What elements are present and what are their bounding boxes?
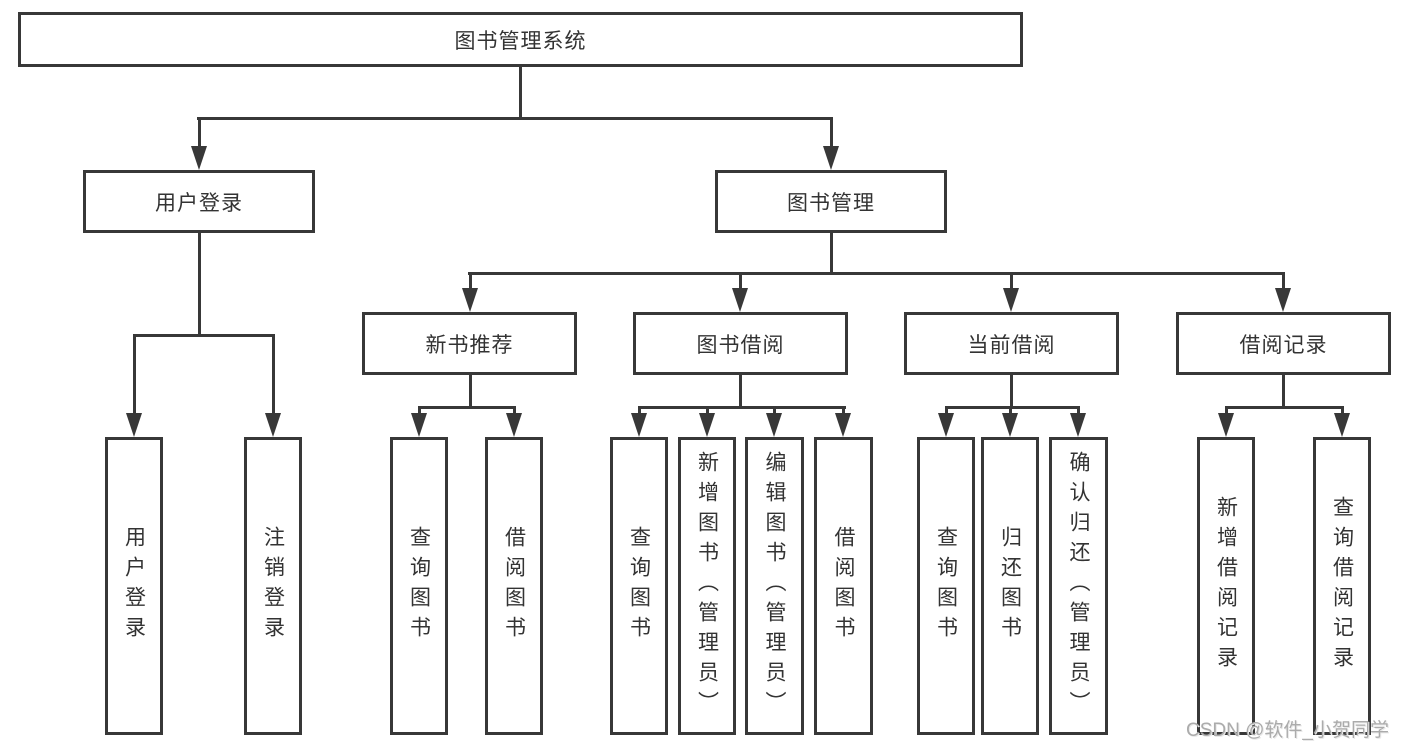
leaf-label: 借阅图书 [832, 526, 855, 646]
node-user-login: 用户登录 [83, 170, 315, 233]
leaf-add-borrow-record: 新增借阅记录 [1197, 437, 1255, 735]
connector-line [637, 406, 641, 417]
leaf-label: 编辑图书（管理员） [763, 451, 786, 721]
arrowhead-down-icon [732, 288, 748, 312]
node-label: 借阅记录 [1239, 333, 1328, 357]
connector-line [132, 334, 136, 417]
connector-line [468, 272, 1285, 275]
leaf-query-books-borrow: 查询图书 [610, 437, 668, 735]
node-label: 图书管理 [787, 191, 875, 215]
leaf-label: 新增图书（管理员） [695, 451, 719, 721]
node-borrow-records: 借阅记录 [1176, 312, 1391, 375]
leaf-label: 确认归还（管理员） [1067, 451, 1090, 721]
arrowhead-down-icon [1003, 288, 1019, 312]
connector-line [1282, 375, 1285, 409]
arrowhead-down-icon [1070, 413, 1086, 437]
leaf-borrow-books-recommend: 借阅图书 [485, 437, 543, 735]
connector-line [132, 334, 275, 337]
connector-line [773, 406, 776, 417]
connector-line [944, 406, 948, 417]
leaf-logout: 注销登录 [244, 437, 302, 735]
leaf-label: 查询图书 [934, 526, 958, 646]
connector-line [739, 272, 742, 292]
connector-line [1224, 406, 1228, 417]
arrowhead-down-icon [699, 413, 715, 437]
node-book-manage: 图书管理 [715, 170, 947, 233]
leaf-label: 查询图书 [627, 526, 651, 646]
arrowhead-down-icon [191, 146, 207, 170]
arrowhead-down-icon [506, 413, 522, 437]
arrowhead-down-icon [835, 413, 851, 437]
leaf-label: 查询图书 [407, 526, 431, 646]
leaf-label: 注销登录 [261, 526, 285, 646]
arrowhead-down-icon [823, 146, 839, 170]
connector-line [944, 406, 1080, 409]
csdn-watermark: CSDN @软件_小贺同学 [1186, 720, 1389, 741]
connector-line [1008, 406, 1012, 417]
node-label: 用户登录 [155, 191, 243, 215]
connector-line [468, 375, 472, 409]
leaf-edit-books-admin: 编辑图书（管理员） [745, 437, 804, 735]
connector-line [197, 117, 201, 149]
arrowhead-down-icon [1275, 288, 1291, 312]
connector-line [1010, 375, 1013, 409]
arrowhead-down-icon [1218, 413, 1234, 437]
node-book-borrow: 图书借阅 [633, 312, 848, 375]
leaf-label: 借阅图书 [502, 526, 526, 646]
connector-line [197, 117, 833, 120]
connector-line [519, 67, 522, 119]
connector-line [1010, 272, 1013, 292]
node-label: 新书推荐 [425, 333, 514, 357]
leaf-label: 查询借阅记录 [1330, 496, 1354, 676]
connector-line [417, 406, 516, 409]
leaf-query-books-current: 查询图书 [917, 437, 975, 735]
connector-line [829, 117, 833, 149]
connector-line [1077, 406, 1080, 417]
leaf-label: 用户登录 [122, 526, 146, 646]
arrowhead-down-icon [265, 413, 281, 437]
node-label: 图书借阅 [696, 333, 785, 357]
connector-line [1224, 406, 1344, 409]
connector-line [512, 406, 516, 417]
arrowhead-down-icon [1002, 413, 1018, 437]
node-current-borrow: 当前借阅 [904, 312, 1119, 375]
leaf-borrow-books: 借阅图书 [814, 437, 873, 735]
arrowhead-down-icon [766, 413, 782, 437]
arrowhead-down-icon [462, 288, 478, 312]
connector-line [271, 334, 275, 417]
node-system-root: 图书管理系统 [18, 12, 1023, 67]
node-label: 图书管理系统 [454, 29, 587, 53]
arrowhead-down-icon [938, 413, 954, 437]
connector-line [1282, 272, 1285, 292]
connector-line [842, 406, 845, 417]
leaf-return-books: 归还图书 [981, 437, 1039, 735]
leaf-confirm-return-admin: 确认归还（管理员） [1049, 437, 1108, 735]
leaf-query-books-recommend: 查询图书 [390, 437, 448, 735]
arrowhead-down-icon [631, 413, 647, 437]
connector-line [1340, 406, 1344, 417]
leaf-label: 新增借阅记录 [1214, 496, 1238, 676]
leaf-query-borrow-record: 查询借阅记录 [1313, 437, 1371, 735]
leaf-add-books-admin: 新增图书（管理员） [678, 437, 736, 735]
connector-line [468, 272, 472, 292]
arrowhead-down-icon [411, 413, 427, 437]
connector-line [197, 233, 201, 337]
connector-line [829, 233, 833, 275]
node-new-book-recommend: 新书推荐 [362, 312, 577, 375]
connector-line [417, 406, 421, 417]
node-label: 当前借阅 [967, 333, 1056, 357]
leaf-label: 归还图书 [998, 526, 1022, 646]
arrowhead-down-icon [126, 413, 142, 437]
connector-line [738, 375, 742, 409]
leaf-user-login: 用户登录 [105, 437, 163, 735]
arrowhead-down-icon [1334, 413, 1350, 437]
connector-line [637, 406, 846, 409]
connector-line [705, 406, 709, 417]
